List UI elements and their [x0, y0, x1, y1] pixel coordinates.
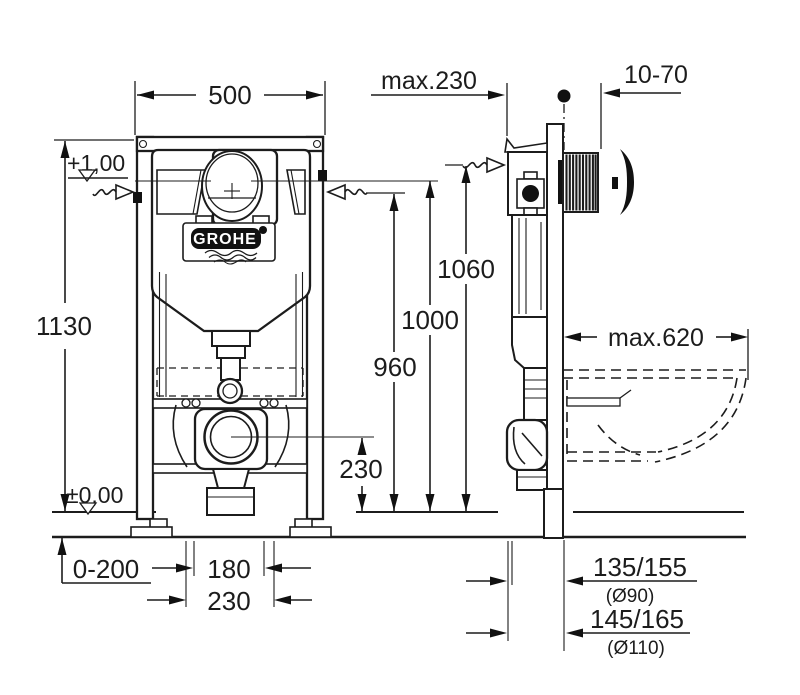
level-marker-plus100: +1,00 — [67, 150, 128, 183]
protection-block-left — [156, 169, 206, 215]
drain-assembly — [172, 404, 374, 516]
drain-outlet-box — [206, 487, 255, 516]
dim-1000-label: 1000 — [401, 305, 459, 335]
drain-elbow — [505, 418, 564, 539]
level-marker-zero: ±0,00 — [66, 482, 123, 516]
dim-10-70-label: 10-70 — [624, 61, 688, 89]
flush-actuator-window — [201, 148, 279, 227]
dim-duct-230: 230 — [147, 586, 312, 616]
grohe-wave-icon — [204, 249, 258, 257]
dim-500-label: 500 — [208, 80, 251, 110]
rail-marker — [133, 192, 142, 203]
pipe-flange — [216, 377, 244, 405]
dim-960-label: 960 — [373, 352, 416, 382]
dim-height-960: 960 — [366, 192, 417, 511]
dimensions: 500 1130 +1,00 ±0,00 0-200 — [36, 61, 749, 659]
dim-height-1130: 1130 — [36, 139, 134, 511]
dim-outlet-145-165: 145/165 (Ø110) — [466, 604, 690, 659]
dim-145-165-label: 145/165 — [590, 604, 684, 634]
dim-1060-label: 1060 — [437, 254, 495, 284]
adjustable-foot-left — [130, 518, 173, 538]
dim-height-1000: 1000 — [401, 181, 459, 511]
grohe-logo: GROHE — [182, 222, 276, 265]
wall-bracket — [504, 137, 548, 153]
level-triangle-icon — [77, 169, 97, 183]
frame-profile — [504, 137, 548, 421]
dim-0-200-label: 0-200 — [73, 554, 140, 584]
dim-max620-label: max.620 — [608, 324, 704, 352]
level-plus-label: +1,00 — [67, 150, 125, 176]
rail-marker — [318, 170, 327, 181]
dim-max-230: max.230 — [371, 67, 508, 136]
break-arrow-right-icon — [325, 183, 368, 201]
dim-10-70: 10-70 — [600, 61, 688, 149]
dim-max230-label: max.230 — [381, 67, 477, 95]
corner-screw-icon — [138, 139, 148, 149]
mounting-frame — [130, 135, 332, 538]
dim-drain-230: 230 — [339, 438, 383, 511]
flush-actuator-block — [558, 152, 599, 213]
adjustable-foot-right — [289, 518, 332, 538]
break-arrow-left-icon — [92, 183, 136, 201]
dim-height-1060: 1060 — [437, 164, 495, 511]
level-triangle-icon — [78, 502, 98, 516]
water-inlet-icon — [522, 185, 539, 202]
drain-funnel — [211, 468, 251, 489]
dim-bolt-180: 180 — [152, 541, 311, 607]
dim-230-bottom-label: 230 — [207, 586, 250, 616]
dim-180-label: 180 — [207, 554, 250, 584]
grohe-logo-text: GROHE — [193, 231, 257, 248]
dim-230-drain-label: 230 — [339, 454, 382, 484]
outlet-pipe — [543, 488, 564, 539]
flush-pipe — [211, 330, 251, 405]
dim-135-155-label: 135/155 — [593, 552, 687, 582]
drill-point-icon — [557, 89, 571, 103]
front-view: GROHE — [130, 135, 374, 538]
dim-width-500: 500 — [134, 80, 326, 135]
side-view — [504, 89, 747, 539]
dim-outlet-135-155: 135/155 (Ø90) — [466, 540, 697, 651]
dim-max-620: max.620 — [564, 324, 749, 380]
grohe-logo-plate — [191, 228, 261, 249]
flush-plate — [612, 149, 634, 215]
dim-foot-0-200: 0-200 — [57, 538, 151, 584]
break-arrow-side-icon — [462, 156, 507, 174]
wc-bowl-outline — [563, 369, 747, 463]
dim-1130-label: 1130 — [36, 311, 92, 341]
bowl-fixing-rod — [566, 389, 632, 407]
drill-point-marker — [557, 89, 571, 150]
fixing-bolts — [181, 398, 279, 408]
registered-mark-icon — [259, 226, 267, 234]
corner-screw-icon — [312, 139, 322, 149]
dim-d110-label: (Ø110) — [607, 638, 665, 659]
dim-d90-label: (Ø90) — [606, 586, 655, 607]
